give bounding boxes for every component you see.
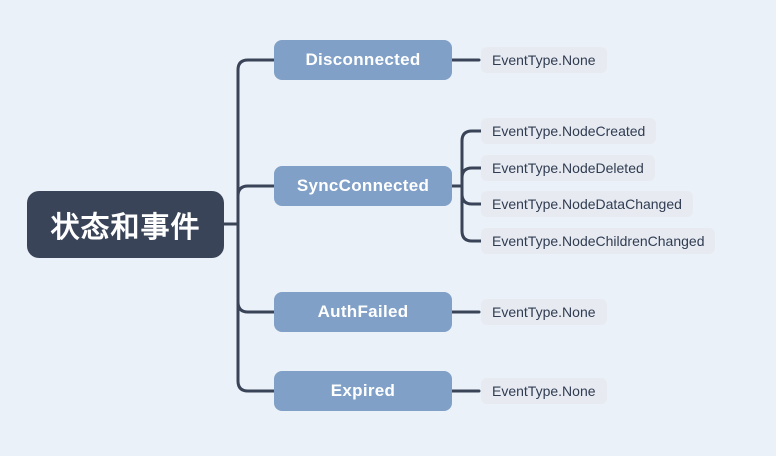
branch-node-disconnected[interactable]: Disconnected (274, 40, 452, 80)
leaf-node-disconnected-eventtype-none[interactable]: EventType.None (481, 47, 607, 73)
leaf-node-eventtype-nodechildrenchanged[interactable]: EventType.NodeChildrenChanged (481, 228, 716, 254)
leaf-node-authfailed-eventtype-none[interactable]: EventType.None (481, 299, 607, 325)
root-node[interactable]: 状态和事件 (27, 191, 224, 258)
leaf-node-eventtype-nodecreated[interactable]: EventType.NodeCreated (481, 118, 657, 144)
leaf-node-eventtype-nodedeleted[interactable]: EventType.NodeDeleted (481, 155, 655, 181)
branch-node-syncconnected[interactable]: SyncConnected (274, 166, 452, 206)
leaf-node-expired-eventtype-none[interactable]: EventType.None (481, 378, 607, 404)
branch-node-authfailed[interactable]: AuthFailed (274, 292, 452, 332)
leaf-node-eventtype-nodedatachanged[interactable]: EventType.NodeDataChanged (481, 191, 693, 217)
branch-node-expired[interactable]: Expired (274, 371, 452, 411)
